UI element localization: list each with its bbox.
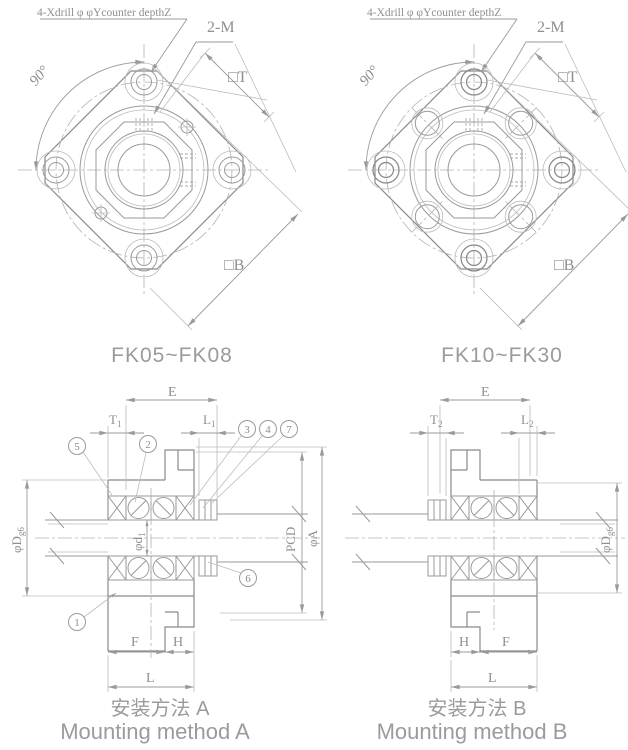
square-b-label: □B [554, 257, 574, 274]
dim-f: F [502, 635, 510, 650]
dimensions [22, 397, 327, 692]
thread-label: 2-M [537, 19, 565, 36]
front-view-fk05-fk08: 4-Xdrill φ φYcounter depthZ 2-M 90° □T □… [18, 7, 302, 367]
housing-outline [450, 449, 538, 652]
caption-fk10-fk30: FK10~FK30 [441, 344, 563, 367]
svg-text:3: 3 [244, 424, 250, 436]
drill-note: 4-Xdrill φ φYcounter depthZ [367, 7, 501, 19]
svg-text:1: 1 [74, 617, 80, 629]
dim-h: H [459, 635, 469, 650]
square-t-label: □T [228, 69, 248, 86]
caption-method-b-cn: 安装方法 B [428, 697, 527, 720]
caption-method-b-en: Mounting method B [377, 719, 568, 744]
svg-text:2: 2 [145, 439, 151, 451]
svg-text:7: 7 [286, 424, 292, 436]
dim-phi-a: φA [305, 529, 320, 547]
dim-f: F [131, 635, 139, 650]
dim-t2: T2 [430, 412, 442, 429]
drill-note: 4-Xdrill φ φYcounter depthZ [37, 7, 171, 19]
thread-label: 2-M [207, 19, 235, 36]
dim-phi-d: φDg6 [598, 527, 615, 553]
dim-e: E [481, 385, 490, 400]
dim-l: L [488, 671, 497, 686]
square-b-label: □B [224, 257, 244, 274]
shaft [345, 490, 625, 630]
svg-text:4: 4 [265, 424, 271, 436]
section-mounting-method-b: E T2 L2 H F L φDg6 安装方法 B Mounting metho… [345, 385, 625, 744]
dimensions [410, 397, 622, 692]
square-t-label: □T [558, 69, 578, 86]
dim-phi-d1: φd1 [130, 532, 147, 551]
section-mounting-method-a: E T1 L1 F H L φDg6 φd1 PCD φA 5 2 3 4 7 … [9, 385, 327, 744]
angle-label: 90° [27, 63, 53, 89]
dim-e: E [168, 385, 177, 400]
dim-h: H [173, 635, 183, 650]
dim-t1: T1 [109, 412, 121, 429]
dim-phi-d: φDg6 [9, 527, 26, 553]
angle-label: 90° [357, 63, 383, 89]
dim-l: L [146, 671, 155, 686]
shaft [35, 488, 320, 658]
svg-text:6: 6 [245, 573, 251, 585]
caption-fk05-fk08: FK05~FK08 [111, 344, 233, 367]
caption-method-a-cn: 安装方法 A [111, 697, 211, 720]
caption-method-a-en: Mounting method A [60, 719, 250, 744]
dim-l1: L1 [203, 412, 215, 429]
front-view-fk10-fk30: 4-Xdrill φ φYcounter depthZ 2-M 90° □T □… [348, 7, 628, 367]
dim-l2: L2 [521, 412, 533, 429]
grease-hole-marks [92, 118, 196, 222]
dim-pcd: PCD [283, 527, 298, 552]
part-balloons: 5 2 3 4 7 6 1 [68, 420, 298, 631]
svg-text:5: 5 [74, 441, 80, 453]
